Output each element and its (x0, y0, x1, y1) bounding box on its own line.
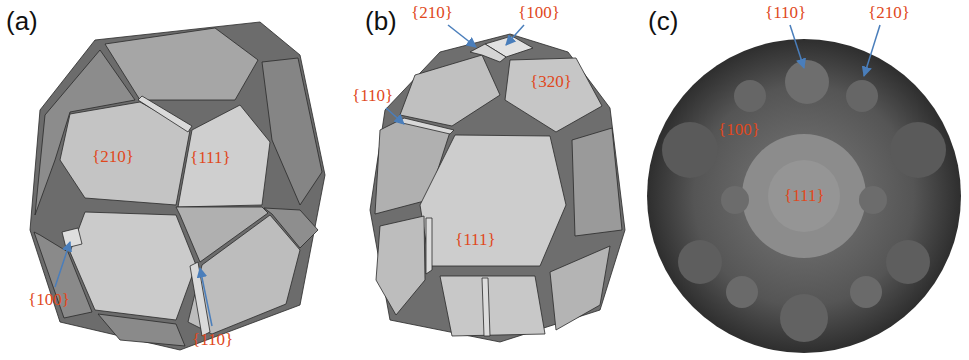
facet (550, 246, 610, 330)
leader-arrow (55, 242, 70, 287)
facet (376, 216, 425, 315)
leader-arrows (55, 25, 880, 326)
miller-index-label: {100} (718, 120, 760, 140)
facet (721, 186, 749, 214)
facet (780, 294, 828, 342)
facet-320 (505, 58, 602, 132)
facet-111 (420, 135, 566, 266)
facet (726, 276, 758, 308)
facet (440, 276, 545, 336)
miller-index-label: {111} (455, 230, 496, 250)
miller-index-label: {110} (192, 330, 233, 350)
miller-index-label: {111} (190, 148, 231, 168)
panel-letter: (c) (648, 6, 678, 36)
leader-arrow (200, 268, 212, 326)
facet-110 (482, 278, 490, 336)
facet-111-core (768, 160, 840, 232)
facet (98, 314, 185, 346)
facet (678, 240, 722, 284)
leader-arrow (386, 108, 404, 124)
miller-index-label: {110} (765, 3, 806, 23)
facet (264, 208, 318, 248)
miller-index-label: {100} (518, 3, 560, 23)
facet (178, 105, 270, 207)
polyhedron-b (370, 34, 625, 342)
facet-110 (785, 60, 829, 104)
facet-110 (426, 218, 432, 274)
facet-110 (138, 96, 192, 132)
facet (572, 128, 622, 236)
facet-210 (734, 80, 766, 112)
panel-letter: (b) (365, 6, 397, 36)
silhouette (370, 34, 625, 342)
facet (850, 276, 882, 308)
sphere-c (647, 39, 961, 353)
leader-arrow (864, 25, 880, 76)
facet-210 (846, 80, 878, 112)
leader-arrow (790, 25, 804, 68)
miller-index-label: {210} (92, 147, 134, 167)
facet (262, 58, 322, 205)
facet-111 (742, 134, 866, 258)
miller-index-label: {320} (530, 72, 572, 92)
silhouette (30, 22, 325, 350)
facet (886, 240, 930, 284)
sphere (647, 39, 961, 353)
miller-index-label: {100} (28, 290, 70, 310)
facet (176, 207, 268, 262)
facet-100 (62, 228, 82, 248)
facet-110 (398, 118, 454, 134)
polyhedron-a (30, 22, 325, 350)
miller-index-label: {110} (352, 86, 393, 106)
miller-index-label: {210} (411, 3, 453, 23)
miller-index-label: {210} (868, 3, 910, 23)
facet (105, 28, 258, 100)
panel-letter: (a) (6, 6, 38, 36)
leader-arrow (448, 25, 476, 47)
leader-arrow (506, 25, 524, 45)
miller-index-label: {111} (784, 186, 825, 206)
facet (400, 55, 500, 126)
facet-100 (662, 122, 718, 178)
facet (859, 186, 887, 214)
facet-100 (890, 122, 946, 178)
